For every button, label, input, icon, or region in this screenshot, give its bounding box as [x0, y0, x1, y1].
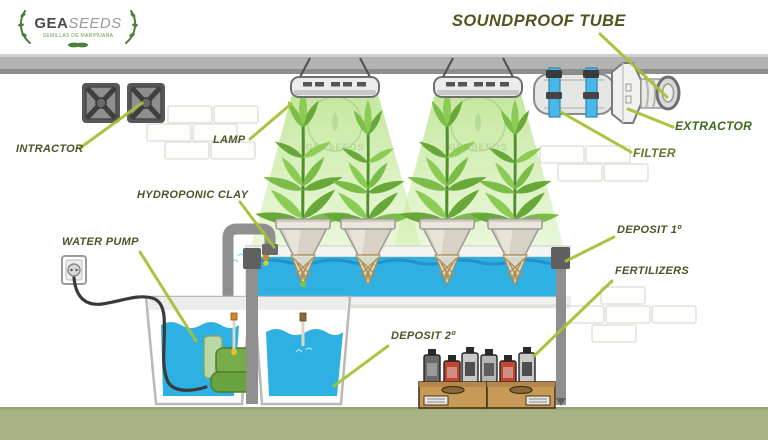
drip-floats: [230, 312, 313, 355]
brand-name: GEASEEDS: [32, 15, 124, 32]
water-pump-device: [203, 335, 254, 393]
brand-name-light: SEEDS: [68, 15, 122, 32]
label-lamp: LAMP: [213, 134, 246, 146]
label-deposit-2: DEPOSIT 2º: [391, 330, 456, 342]
label-deposit-1: DEPOSIT 1º: [617, 224, 682, 236]
fertilizer-crates: [418, 347, 556, 409]
water-tank-2: [252, 295, 352, 406]
return-pipe: [243, 248, 261, 404]
watermark-text: GEASEEDS: [305, 142, 364, 153]
label-hydroponic-clay: HYDROPONIC CLAY: [137, 189, 249, 201]
watermark-text: GEASEEDS: [448, 142, 507, 153]
carbon-filter: [533, 67, 615, 118]
brand-tagline: SEMILLAS DE MARIHUANA: [42, 33, 114, 39]
label-soundproof-tube: SOUNDPROOF TUBE: [452, 12, 626, 30]
ceiling: [0, 54, 768, 74]
brand-logo: GEASEEDS SEMILLAS DE MARIHUANA: [14, 5, 142, 55]
power-outlet: [61, 255, 87, 285]
label-extractor: EXTRACTOR: [675, 119, 753, 133]
laurel-wreath-icon: [18, 10, 138, 48]
soundproof-tube-part: [640, 75, 681, 111]
bricks-bottom-right: [559, 286, 697, 343]
grow-lamps: [290, 57, 523, 98]
label-water-pump: WATER PUMP: [62, 236, 139, 248]
support-post: [551, 247, 570, 406]
floor: [0, 407, 768, 440]
brand-name-bold: GEA: [34, 15, 69, 32]
fertilizer-bottles: [423, 347, 536, 384]
label-intractor: INTRACTOR: [16, 143, 84, 155]
label-filter: FILTER: [633, 146, 676, 160]
extraction-assembly: [533, 62, 681, 124]
pointer-lines: [78, 32, 675, 388]
power-cable: [72, 276, 208, 392]
label-fertilizers: FERTILIZERS: [615, 265, 689, 277]
